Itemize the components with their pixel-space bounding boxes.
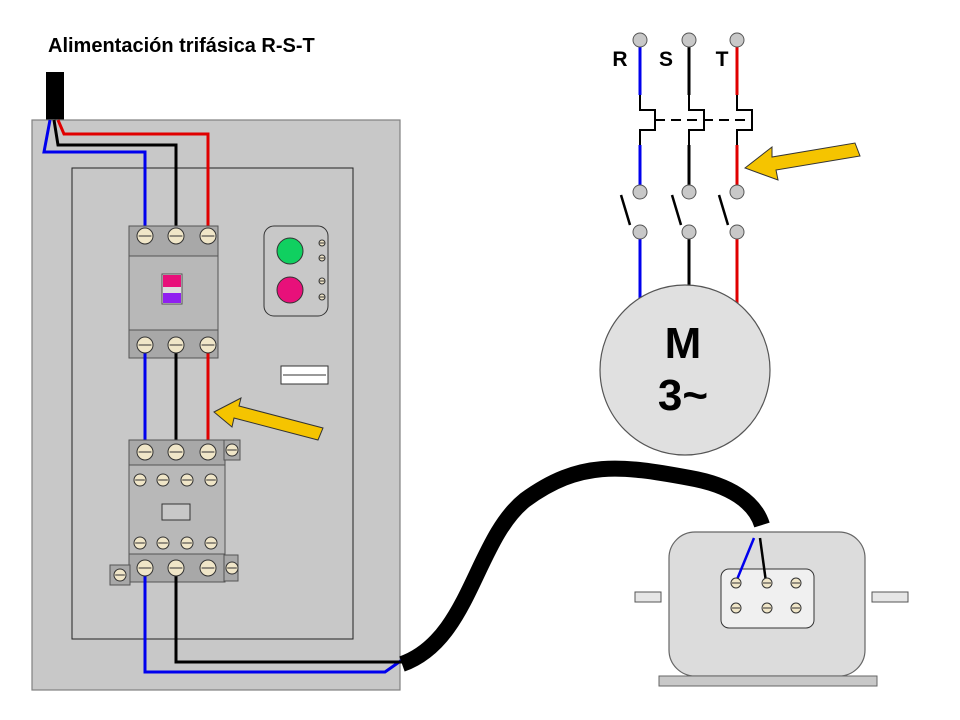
schematic-supply-lines [638, 40, 739, 304]
motor-shaft-left [634, 591, 662, 603]
node-s-switch-bottom [681, 224, 697, 240]
node-s-top [681, 32, 697, 48]
breaker-contact-r [639, 95, 656, 145]
node-t-switch-top [729, 184, 745, 200]
contactor-switch-t [717, 194, 730, 226]
contactor-window [161, 503, 191, 521]
terminal-wire-blue [734, 537, 756, 583]
supply-wiring [42, 119, 210, 236]
electrical-enclosure [31, 119, 401, 691]
contactor[interactable] [109, 439, 241, 586]
breaker-toggle-upper [163, 275, 181, 287]
phase-label-t: T [716, 48, 729, 71]
screw-terminals [113, 227, 802, 614]
node-t-top [729, 32, 745, 48]
supply-cable-stub [46, 72, 64, 122]
motor-phase-count: 3~ [658, 371, 708, 420]
node-s-switch-top [681, 184, 697, 200]
motor-shaft-right [871, 591, 909, 603]
fuse-holder [280, 365, 329, 385]
contactor-out-wire-blue [143, 568, 403, 674]
motor-circle [599, 284, 771, 456]
breaker-toggle-lower [163, 293, 181, 303]
terminal-box-conductors [734, 537, 768, 583]
supply-wire-blue [42, 119, 147, 236]
stop-button[interactable] [276, 276, 304, 304]
start-button[interactable] [276, 237, 304, 265]
terminal-wire-black [758, 537, 768, 583]
schematic-contactor-symbol [619, 194, 730, 226]
contactor-switch-r [619, 194, 632, 226]
contactor-output-wiring [143, 568, 403, 674]
breaker-to-contactor-wiring [143, 348, 210, 450]
motor-cable [398, 460, 770, 672]
contactor-switch-s [670, 194, 683, 226]
supply-wire-black [52, 119, 178, 236]
node-r-top [632, 32, 648, 48]
node-r-switch-bottom [632, 224, 648, 240]
schematic-nodes [632, 32, 745, 240]
phase-label-r: R [612, 48, 627, 71]
node-t-switch-bottom [729, 224, 745, 240]
yellow-arrow-icon [213, 397, 324, 441]
motor-letter: M [665, 319, 702, 368]
diagram-title: Alimentación trifásica R-S-T [48, 35, 315, 57]
node-r-switch-top [632, 184, 648, 200]
pushbutton-station [263, 225, 329, 317]
motor-base [658, 675, 878, 687]
phase-label-s: S [659, 48, 673, 71]
schematic-breaker-symbol [639, 95, 753, 145]
motor-symbol: M 3~ [599, 284, 771, 456]
contactor-out-wire-black [174, 568, 402, 664]
supply-wire-red [56, 119, 210, 236]
yellow-arrow-icon [743, 142, 861, 181]
